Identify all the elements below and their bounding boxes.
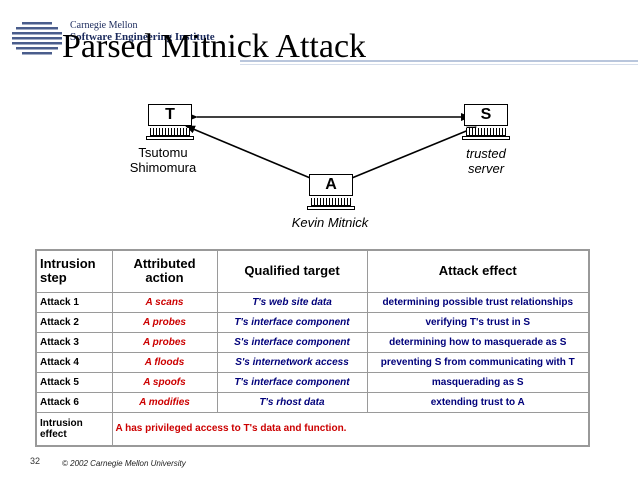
row-action: A floods — [111, 351, 218, 373]
table-header-row: Intrusion step Attributed action Qualifi… — [35, 249, 590, 293]
computer-icon-a: A — [307, 174, 355, 214]
row-step: Attack 2 — [35, 311, 113, 333]
org-line-2: Software Engineering Institute — [70, 31, 215, 43]
row-effect: determining how to masquerade as S — [366, 331, 590, 353]
node-t-letter: T — [148, 104, 192, 126]
node-a-label: Kevin Mitnick — [291, 215, 369, 230]
node-t-label: Tsutomu Shimomura — [118, 145, 208, 175]
row-action: A scans — [111, 291, 218, 313]
computer-keyboard — [462, 136, 510, 140]
computer-base — [311, 198, 351, 206]
row-target: T's interface component — [216, 371, 368, 393]
row-action: A modifies — [111, 391, 218, 413]
computer-keyboard — [307, 206, 355, 210]
header-qualified-target: Qualified target — [216, 249, 368, 293]
row-step: Attack 1 — [35, 291, 113, 313]
table-row: Attack 2 A probes T's interface componen… — [35, 311, 590, 333]
node-t-label-line2: Shimomura — [129, 160, 197, 175]
org-line-1: Carnegie Mellon — [70, 20, 138, 31]
row-target: S's interface component — [216, 331, 368, 353]
row-effect: extending trust to A — [366, 391, 590, 413]
page-number: 32 — [30, 456, 41, 466]
table-row: Attack 3 A probes S's interface componen… — [35, 331, 590, 353]
attack-diagram — [185, 113, 477, 181]
intrusion-effect-text: A has privileged access to T's data and … — [111, 411, 590, 447]
sei-logo-icon — [12, 22, 62, 55]
computer-base — [466, 128, 506, 136]
title-divider — [240, 60, 638, 62]
slide-title: Parsed Mitnick Attack — [62, 28, 367, 65]
table-row: Attack 5 A spoofs T's interface componen… — [35, 371, 590, 393]
computer-base — [150, 128, 190, 136]
copyright: © 2002 Carnegie Mellon University — [62, 459, 186, 468]
table-row: Attack 6 A modifies T's rhost data exten… — [35, 391, 590, 413]
row-action: A probes — [111, 331, 218, 353]
row-target: T's interface component — [216, 311, 368, 333]
row-target: T's rhost data — [216, 391, 368, 413]
row-target: S's internetwork access — [216, 351, 368, 373]
computer-icon-t: T — [146, 104, 194, 144]
row-action: A spoofs — [111, 371, 218, 393]
row-step: Attack 6 — [35, 391, 113, 413]
node-s-label-line2: server — [467, 161, 505, 176]
title-divider-secondary — [240, 64, 638, 65]
node-t-label-line1: Tsutomu — [138, 145, 188, 160]
row-effect: verifying T's trust in S — [366, 311, 590, 333]
attack-table: Intrusion step Attributed action Qualifi… — [35, 249, 590, 447]
computer-keyboard — [146, 136, 194, 140]
row-effect: preventing S from communicating with T — [366, 351, 590, 373]
header-intrusion-step: Intrusion step — [35, 249, 113, 293]
row-action: A probes — [111, 311, 218, 333]
header-attributed-action: Attributed action — [111, 249, 218, 293]
computer-icon-s: S — [462, 104, 510, 144]
row-effect: determining possible trust relationships — [366, 291, 590, 313]
row-effect: masquerading as S — [366, 371, 590, 393]
header-attack-effect: Attack effect — [366, 249, 590, 293]
row-step: Attack 3 — [35, 331, 113, 353]
org-name: Carnegie Mellon Software Engineering Ins… — [70, 20, 215, 43]
row-target: T's web site data — [216, 291, 368, 313]
table-row: Attack 1 A scans T's web site data deter… — [35, 291, 590, 313]
row-step: Attack 4 — [35, 351, 113, 373]
node-s-label: trusted server — [444, 146, 528, 176]
node-s-letter: S — [464, 104, 508, 126]
table-footer-row: Intrusion effect A has privileged access… — [35, 411, 590, 447]
intrusion-effect-label: Intrusion effect — [35, 411, 113, 447]
arrow-a-to-t — [185, 125, 316, 181]
node-s-label-line1: trusted — [466, 146, 506, 161]
table-row: Attack 4 A floods S's internetwork acces… — [35, 351, 590, 373]
row-step: Attack 5 — [35, 371, 113, 393]
node-a-letter: A — [309, 174, 353, 196]
arrow-a-to-s — [346, 126, 477, 181]
